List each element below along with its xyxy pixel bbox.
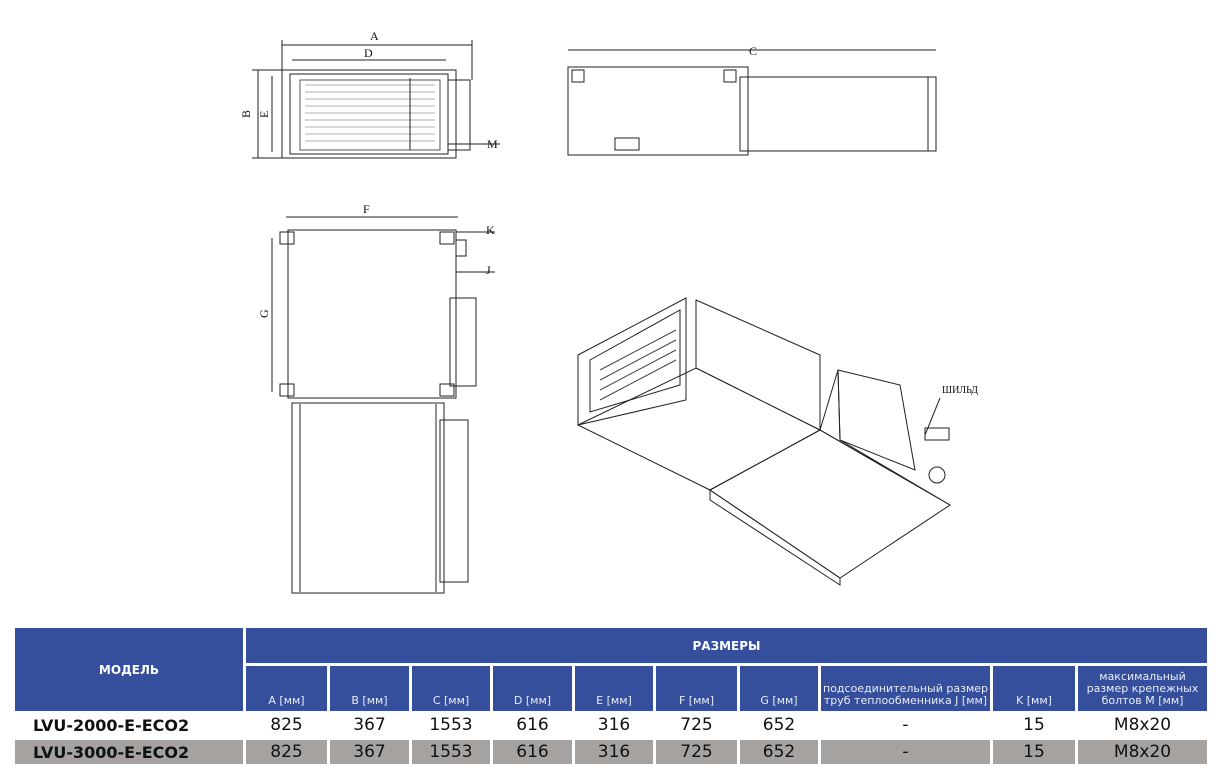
value-j: -	[821, 740, 990, 764]
label-g: G	[257, 309, 271, 318]
value-a: 825	[246, 740, 327, 764]
label-c: C	[749, 44, 757, 58]
value-c: 1553	[412, 740, 490, 764]
label-k: K	[486, 223, 495, 237]
value-d: 616	[516, 715, 549, 735]
column-header-d: D [мм]	[493, 666, 572, 711]
value-f: 725	[680, 715, 713, 735]
value-b: 367	[353, 715, 386, 735]
label-nameplate: ШИЛЬД	[942, 385, 978, 396]
value-d: 616	[493, 740, 572, 764]
label-b: B	[239, 110, 253, 118]
value-j: -	[902, 715, 909, 735]
value-b: 367	[330, 740, 409, 764]
label-a: A	[370, 29, 379, 43]
isometric-view: ШИЛЬД	[576, 297, 978, 586]
value-m: M8x20	[1113, 715, 1172, 735]
column-header-m: максимальный размер крепежных болтов M […	[1078, 666, 1207, 711]
label-e: E	[257, 111, 271, 118]
top-view: F G K J	[257, 202, 495, 594]
value-g: 652	[762, 715, 796, 735]
model-name: LVU-2000-E-ECO2	[33, 715, 190, 735]
label-d: D	[364, 46, 373, 60]
model-name: LVU-3000-E-ECO2	[15, 740, 243, 764]
label-m: M	[487, 137, 498, 151]
value-a: 825	[270, 715, 303, 735]
value-e: 316	[597, 715, 631, 735]
technical-drawings: A D B E M C F G K J	[239, 29, 978, 594]
value-c: 1553	[429, 715, 473, 735]
label-f: F	[363, 202, 370, 216]
column-header-a: A [мм]	[246, 666, 327, 711]
column-header-g: G [мм]	[740, 666, 818, 711]
front-view: A D B E M	[239, 29, 500, 159]
value-f: 725	[656, 740, 737, 764]
column-header-j: подсоединительный размер труб теплообмен…	[821, 666, 990, 711]
value-k: 15	[1023, 715, 1045, 735]
column-header-e: E [мм]	[575, 666, 653, 711]
value-k: 15	[993, 740, 1075, 764]
dimensions-header: РАЗМЕРЫ	[246, 628, 1207, 663]
column-header-k: K [мм]	[993, 666, 1075, 711]
column-header-f: F [мм]	[656, 666, 737, 711]
value-e: 316	[575, 740, 653, 764]
label-j: J	[486, 263, 491, 277]
value-g: 652	[740, 740, 818, 764]
side-view: C	[567, 44, 937, 156]
value-m: M8x20	[1078, 740, 1207, 764]
model-header: МОДЕЛЬ	[15, 628, 243, 711]
column-header-b: B [мм]	[330, 666, 409, 711]
column-header-c: C [мм]	[412, 666, 490, 711]
